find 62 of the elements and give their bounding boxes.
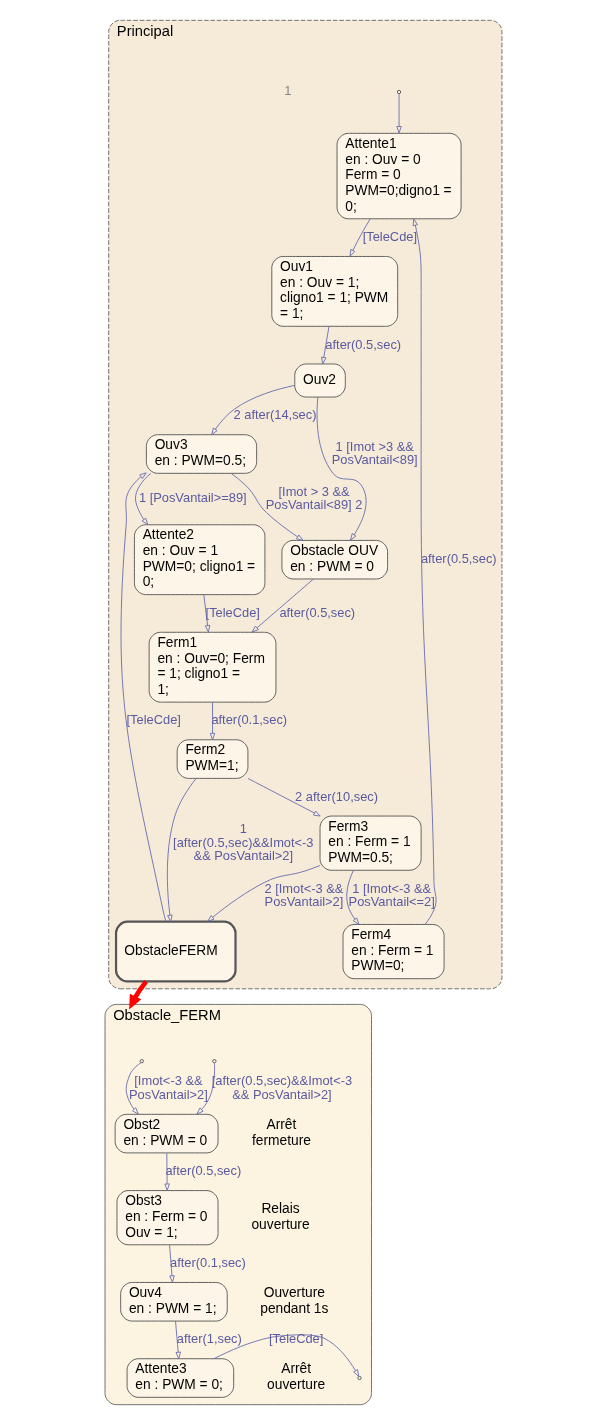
- arrow: [211, 384, 296, 436]
- arrow: [349, 218, 371, 257]
- node-label: Relais ouverture: [251, 1201, 310, 1232]
- node-box: Ouv2: [294, 363, 346, 398]
- edge-label: 1 [after(0.5,sec)&&Imot<-3 && PosVantail>2]: [173, 820, 314, 864]
- edge-label: [Imot > 3 && PosVantail<89] 2: [265, 483, 363, 513]
- edge-label: 1 [PosVantail>=89]: [138, 490, 247, 506]
- node-box: Ouv4 en : PWM = 1;: [120, 1282, 228, 1322]
- edge-label: 2 after(10,sec): [295, 788, 379, 804]
- edge-label: [TeleCde]: [268, 1331, 324, 1347]
- arrow: [166, 778, 197, 923]
- label: 1: [284, 83, 292, 99]
- arrow: [196, 1062, 216, 1115]
- arrow: [207, 865, 321, 922]
- edge-label: [after(0.5,sec)&&Imot<-3 && PosVantail>2]: [211, 1073, 353, 1102]
- arrow: [120, 472, 167, 922]
- arrow: [209, 701, 216, 741]
- arrow: [247, 778, 321, 817]
- edge-label: [TeleCde]: [205, 604, 260, 620]
- edge-label: [TeleCde]: [126, 712, 181, 728]
- arrow: [164, 1152, 170, 1191]
- edge-label: after(0.5,sec): [325, 336, 402, 352]
- node-box: Obst2 en : PWM = 0: [114, 1113, 219, 1154]
- arrow: [396, 93, 402, 134]
- arrow: [412, 218, 437, 925]
- edge-label: [TeleCde]: [362, 229, 418, 245]
- edge-label: [Imot<-3 && PosVantail>2]: [129, 1073, 208, 1102]
- arrow: [316, 396, 367, 541]
- node-box: ObstacleFERM: [114, 920, 237, 983]
- arrow: [213, 1334, 360, 1377]
- arrow: [321, 325, 330, 365]
- arrow: [203, 594, 211, 633]
- arrow: [125, 1062, 142, 1115]
- edge-label: after(1,sec): [176, 1331, 242, 1347]
- node-box: Attente1 en : Ouv = 0 Ferm = 0 PWM=0;digno1 = 0;: [336, 132, 462, 220]
- arrow: [251, 578, 314, 633]
- arrow: [230, 473, 304, 541]
- node-box: Ferm3 en : Ferm = 1 PWM=0.5;: [319, 815, 422, 871]
- node-label: Arrêt ouverture: [267, 1361, 326, 1393]
- node-box: Ouv3 en : PWM=0.5;: [145, 434, 258, 474]
- node-box: Obst3 en : Ferm = 0 Ouv = 1;: [116, 1190, 219, 1246]
- node-box: Ouv1 en : Ouv = 1; cligno1 = 1; PWM = 1;: [271, 256, 399, 327]
- node-label: Ouverture pendant 1s: [260, 1285, 329, 1316]
- edge-label: 1 [Imot >3 && PosVantail<89]: [331, 438, 418, 468]
- node-box: Obstacle OUV en : PWM = 0: [281, 539, 389, 580]
- node-box: Ferm2 PWM=1;: [176, 739, 249, 779]
- edge-label: 1 [Imot<-3 && PosVantail<=2]: [348, 880, 435, 910]
- edge-label: after(0.5,sec): [279, 604, 356, 620]
- node-box: Ferm1 en : Ouv=0; Ferm = 1; cligno1 = 1;: [148, 631, 277, 703]
- edge-label: after(0.5,sec): [165, 1163, 242, 1179]
- node-box: Attente2 en : Ouv = 1 PWM=0; cligno1 = 0;: [133, 524, 266, 596]
- edge-label: after(0.1,sec): [170, 1255, 246, 1271]
- arrow: [175, 1320, 181, 1360]
- edge-label: 2 after(14,sec): [233, 407, 317, 423]
- arrow: [135, 473, 152, 526]
- arrow: [346, 869, 360, 925]
- node-box: Ferm4 en : Ferm = 1 PWM=0;: [342, 924, 445, 980]
- node-box: Attente3 en : PWM = 0;: [126, 1358, 235, 1398]
- arrow: [169, 1244, 175, 1283]
- edge-label: 2 [Imot<-3 && PosVantail>2]: [264, 880, 344, 910]
- arrow: [129, 980, 148, 1010]
- node-label: Arrêt fermeture: [251, 1117, 311, 1148]
